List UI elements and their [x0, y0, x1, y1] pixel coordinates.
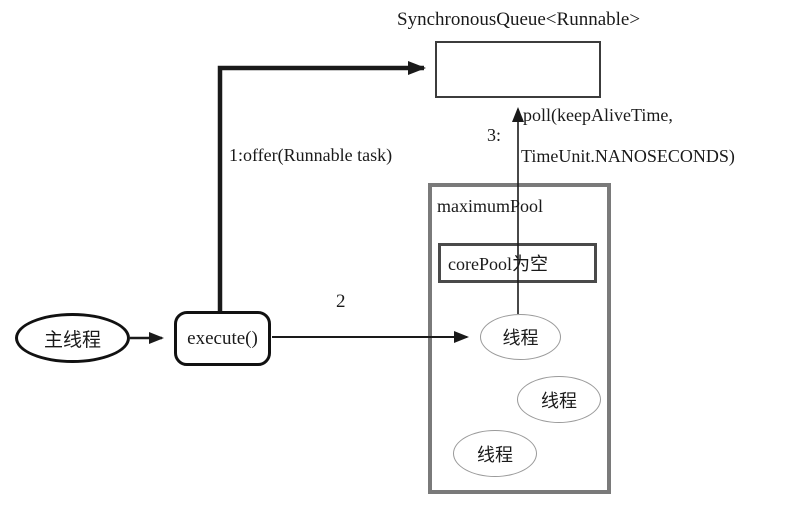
maximum-pool-label: maximumPool	[437, 196, 544, 216]
thread-node-2: 线程	[517, 376, 601, 423]
main-thread-node: 主线程	[15, 313, 130, 363]
edge-label-poll-line1: poll(keepAliveTime,	[523, 105, 673, 125]
edge-offer-arrow	[217, 61, 426, 311]
edge-label-offer: 1:offer(Runnable task)	[229, 145, 393, 165]
core-pool-box: corePool为空	[438, 243, 597, 283]
edge-label-step2: 2	[336, 291, 346, 312]
thread-node-1: 线程	[480, 314, 561, 360]
execute-node: execute()	[174, 311, 271, 366]
edge-label-step3: 3:	[487, 125, 502, 145]
thread-node-3: 线程	[453, 430, 537, 477]
edge-label-poll-line2: TimeUnit.NANOSECONDS)	[521, 146, 735, 166]
queue-title: SynchronousQueue<Runnable>	[397, 9, 641, 30]
synchronous-queue-box	[435, 41, 601, 98]
